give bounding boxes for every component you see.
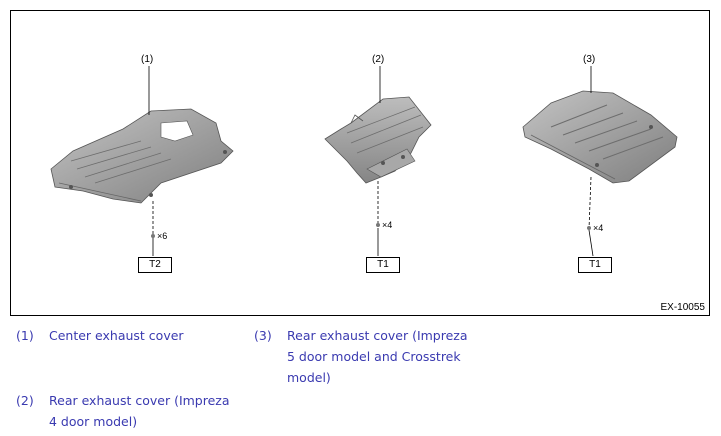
legend-item-3: (3) Rear exhaust cover (Impreza 5 door m… bbox=[254, 325, 494, 391]
legend-line: Center exhaust cover bbox=[49, 328, 184, 343]
legend-text: Center exhaust cover bbox=[49, 325, 184, 346]
bolt-quantity-3: ×4 bbox=[593, 223, 604, 233]
legend-line: model) bbox=[287, 370, 331, 385]
callout-3: (3) bbox=[583, 54, 596, 65]
parts-drawing bbox=[50, 66, 678, 257]
legend-line: 5 door model and Crosstrek bbox=[287, 349, 461, 364]
rear-exhaust-cover-4door-image bbox=[324, 96, 432, 184]
legend-number: (1) bbox=[16, 328, 34, 343]
bolt-icon-1 bbox=[151, 234, 155, 238]
center-exhaust-cover-image bbox=[50, 108, 234, 204]
legend-line: Rear exhaust cover (Impreza bbox=[49, 393, 230, 408]
torque-leader-3 bbox=[588, 229, 594, 257]
torque-label-1: T2 bbox=[138, 257, 172, 273]
legend-line: 4 door model) bbox=[49, 414, 138, 429]
figure-code: EX-10055 bbox=[660, 302, 705, 313]
bolt-icon-3 bbox=[587, 226, 591, 230]
legend-item-1: (1) Center exhaust cover bbox=[16, 325, 246, 349]
callout-2: (2) bbox=[372, 54, 385, 65]
legend-text: Rear exhaust cover (Impreza 4 door model… bbox=[49, 390, 230, 432]
legend-item-2: (2) Rear exhaust cover (Impreza 4 door m… bbox=[16, 390, 246, 434]
rear-exhaust-cover-5door-image bbox=[522, 90, 678, 184]
bolt-quantity-2: ×4 bbox=[382, 220, 393, 230]
bolt-line-3 bbox=[588, 176, 592, 230]
legend-number: (3) bbox=[254, 328, 272, 343]
legend-number: (2) bbox=[16, 393, 34, 408]
parts-illustration: (1) (2) (3) ×6 ×4 ×4 T2 T1 T1 EX-10055 bbox=[10, 10, 710, 316]
bolt-icon-2 bbox=[376, 223, 380, 227]
callout-1: (1) bbox=[141, 54, 154, 65]
torque-label-3: T1 bbox=[578, 257, 612, 273]
torque-label-2: T1 bbox=[366, 257, 400, 273]
legend-text: Rear exhaust cover (Impreza 5 door model… bbox=[287, 325, 468, 388]
legend-line: Rear exhaust cover (Impreza bbox=[287, 328, 468, 343]
bolt-quantity-1: ×6 bbox=[157, 231, 168, 241]
